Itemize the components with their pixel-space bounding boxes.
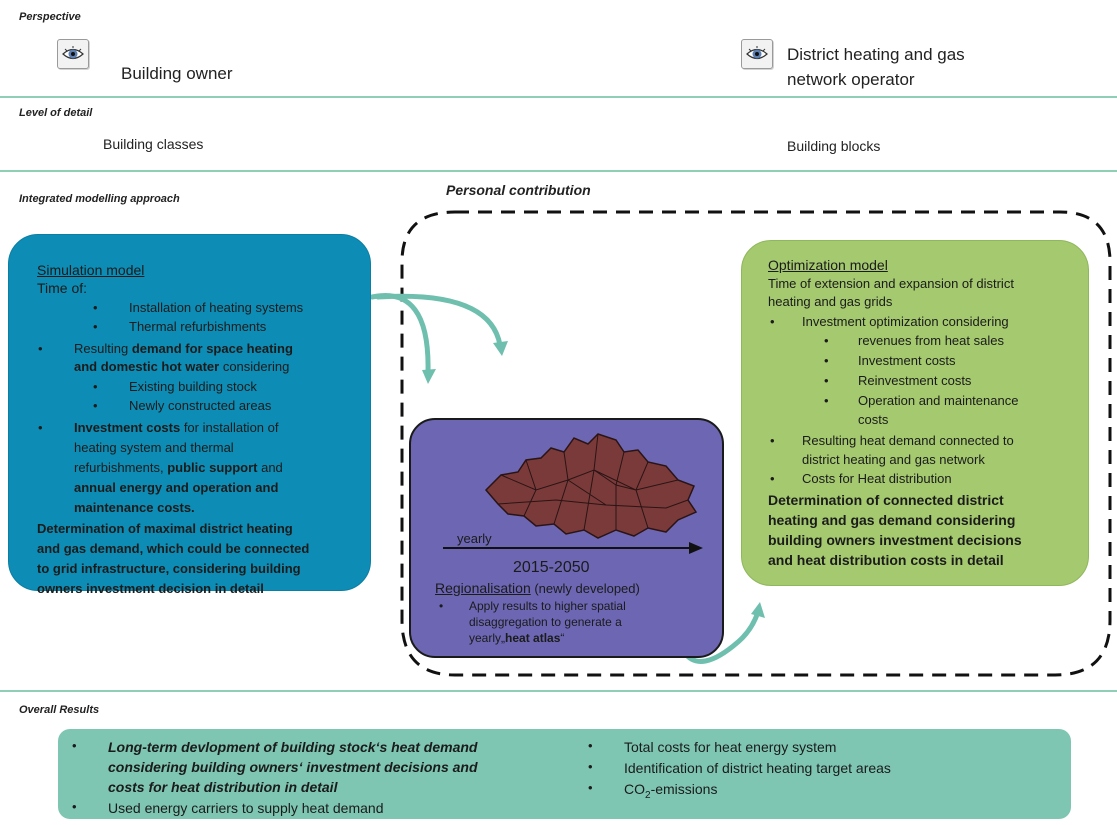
optimization-model-box: Optimization model Time of extension and… xyxy=(741,240,1089,586)
level-building-blocks: Building blocks xyxy=(787,138,881,154)
eye-icon xyxy=(57,39,89,69)
optimization-conclusion-line: Determination of connected district xyxy=(768,492,1004,508)
bullet-icon: • xyxy=(38,341,43,356)
level-building-classes: Building classes xyxy=(103,136,204,152)
bullet-icon: • xyxy=(93,300,98,315)
bullet-icon: • xyxy=(93,398,98,413)
results-line: Total costs for heat energy system xyxy=(624,739,837,755)
simulation-conclusion-line: and gas demand, which could be connected xyxy=(37,541,310,556)
simulation-conclusion-line: owners investment decision in detail xyxy=(37,581,264,596)
district-map-icon xyxy=(484,433,698,539)
perspective-operator-line2: network operator xyxy=(787,70,915,89)
simulation-model-box: Simulation model Time of: • Installation… xyxy=(8,234,371,596)
overall-results-label: Overall Results xyxy=(19,704,100,716)
perspective-label: Perspective xyxy=(19,11,81,23)
bullet-icon: • xyxy=(38,420,43,435)
optimization-bullet: Costs for Heat distribution xyxy=(802,471,952,486)
bullet-icon: • xyxy=(439,599,444,613)
optimization-sub-item: revenues from heat sales xyxy=(858,333,1004,348)
flow-arrow-sim-to-reg-secondary xyxy=(493,341,508,356)
bullet-icon: • xyxy=(93,379,98,394)
simulation-investment-line5: maintenance costs. xyxy=(74,500,195,515)
section-divider xyxy=(0,690,1117,692)
results-line: Long-term devlopment of building stock‘s… xyxy=(108,739,478,755)
simulation-sub-item: Installation of heating systems xyxy=(129,300,304,315)
simulation-sub-item: Thermal refurbishments xyxy=(129,319,267,334)
optimization-conclusion-line: and heat distribution costs in detail xyxy=(768,552,1004,568)
simulation-conclusion-line: to grid infrastructure, considering buil… xyxy=(37,561,301,576)
simulation-investment-line3: refurbishments, public support and xyxy=(74,460,283,475)
optimization-sub-item: Operation and maintenance xyxy=(858,393,1019,408)
eye-icon xyxy=(741,39,773,69)
optimization-line: heating and gas grids xyxy=(768,294,893,309)
bullet-icon: • xyxy=(770,433,775,448)
optimization-sub-item: Reinvestment costs xyxy=(858,373,972,388)
level-of-detail-label: Level of detail xyxy=(19,107,93,119)
results-line: considering building owners‘ investment … xyxy=(108,759,478,775)
bullet-icon: • xyxy=(824,373,829,388)
personal-contribution-boundary xyxy=(400,210,1112,677)
bullet-icon: • xyxy=(824,333,829,348)
bullet-icon: • xyxy=(588,780,593,795)
results-line: Used energy carriers to supply heat dema… xyxy=(108,800,384,816)
regionalisation-title: Regionalisation (newly developed) xyxy=(435,580,640,596)
integrated-modelling-label: Integrated modelling approach xyxy=(19,193,180,205)
optimization-line: Time of extension and expansion of distr… xyxy=(768,276,1014,291)
optimization-sub-item: costs xyxy=(858,412,889,427)
optimization-bullet: Resulting heat demand connected to xyxy=(802,433,1014,448)
bullet-icon: • xyxy=(72,738,77,753)
bullet-icon: • xyxy=(770,314,775,329)
section-divider xyxy=(0,96,1117,98)
regionalisation-bullet-line: Apply results to higher spatial xyxy=(469,599,626,613)
timeline-arrow-icon xyxy=(443,542,703,554)
regionalisation-period: 2015-2050 xyxy=(513,559,590,576)
optimization-conclusion-line: building owners investment decisions xyxy=(768,532,1022,548)
bullet-icon: • xyxy=(824,393,829,408)
optimization-sub-item: Investment costs xyxy=(858,353,956,368)
perspective-owner: Building owner xyxy=(121,64,233,83)
simulation-demand-line2: and domestic hot water considering xyxy=(74,359,290,374)
results-line: costs for heat distribution in detail xyxy=(108,779,338,795)
bullet-icon: • xyxy=(588,759,593,774)
section-divider xyxy=(0,170,1117,172)
simulation-demand-line: Resulting demand for space heating xyxy=(74,341,293,356)
perspective-operator-line1: District heating and gas xyxy=(787,45,965,64)
simulation-investment-line1: Investment costs for installation of xyxy=(74,420,279,435)
optimization-bullet: Investment optimization considering xyxy=(802,314,1009,329)
simulation-title: Simulation model xyxy=(37,262,145,278)
simulation-investment-line2: heating system and thermal xyxy=(74,440,234,455)
regionalisation-box: yearly 2015-2050 Regionalisation (newly … xyxy=(409,418,724,658)
flow-arrow-sim-to-reg-secondary xyxy=(375,293,503,348)
simulation-sub-item: Newly constructed areas xyxy=(129,398,272,413)
bullet-icon: • xyxy=(588,738,593,753)
optimization-conclusion-line: heating and gas demand considering xyxy=(768,512,1016,528)
bullet-icon: • xyxy=(72,799,77,814)
results-line: CO2-emissions xyxy=(624,781,718,801)
optimization-title: Optimization model xyxy=(768,257,888,273)
regionalisation-bullet-line: yearly„heat atlas“ xyxy=(469,631,565,645)
personal-contribution-label: Personal contribution xyxy=(446,182,591,198)
bullet-icon: • xyxy=(770,471,775,486)
bullet-icon: • xyxy=(93,319,98,334)
flow-arrow-sim-to-reg xyxy=(422,369,436,384)
simulation-conclusion-line: Determination of maximal district heatin… xyxy=(37,521,293,536)
flow-arrow-reg-to-opt xyxy=(751,602,765,618)
overall-results-box: • Long-term devlopment of building stock… xyxy=(58,729,1071,819)
regionalisation-bullet-line: disaggregation to generate a xyxy=(469,615,622,629)
regionalisation-yearly: yearly xyxy=(457,531,492,546)
simulation-investment-line4: annual energy and operation and xyxy=(74,480,279,495)
simulation-sub-item: Existing building stock xyxy=(129,379,257,394)
optimization-bullet: district heating and gas network xyxy=(802,452,985,467)
flow-arrow-sim-to-reg xyxy=(369,293,431,375)
results-line: Identification of district heating targe… xyxy=(624,760,891,776)
simulation-time-of: Time of: xyxy=(37,280,88,296)
bullet-icon: • xyxy=(824,353,829,368)
flow-arrow-reg-to-opt xyxy=(681,609,761,664)
